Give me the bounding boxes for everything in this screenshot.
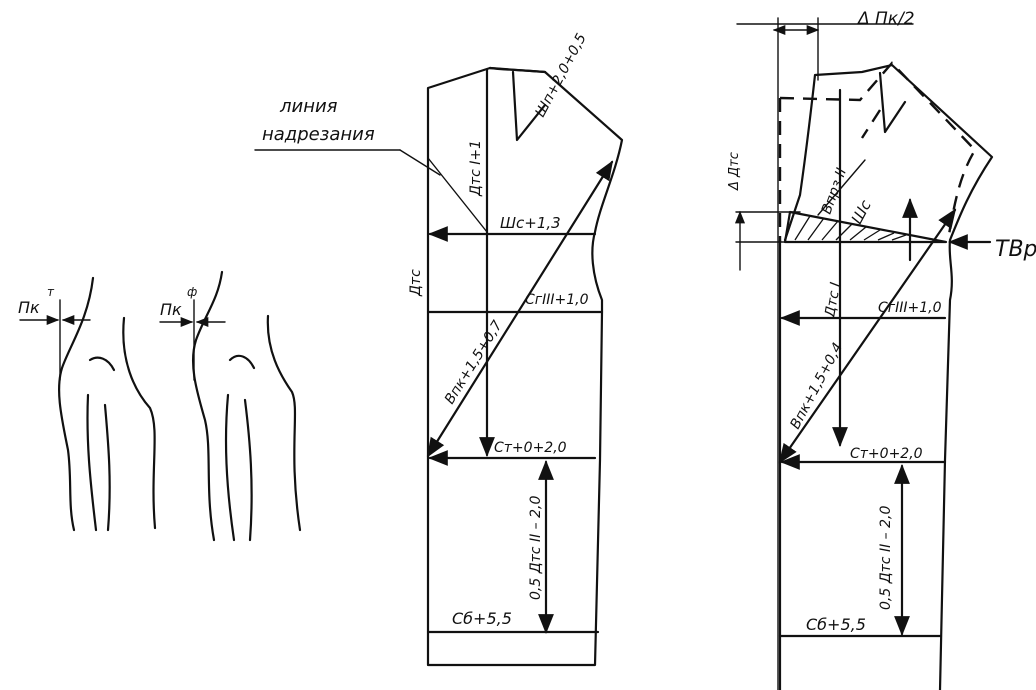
- shoulder-height-label-2: Впрз II: [819, 166, 850, 216]
- figure1-sup: т: [47, 285, 55, 299]
- hip-level-label-1: Сб+5,5: [452, 609, 512, 628]
- shoulder-dart-label: Шп+2,0+0,5: [532, 31, 589, 120]
- back-width-label-2: Шс: [848, 196, 876, 227]
- waist-level-label-1: Ст+0+2,0: [494, 440, 567, 456]
- back-width-label: Шс+1,3: [500, 214, 561, 232]
- back-figure-actual: Пк ф: [159, 270, 302, 542]
- shoulder-height-label-3: Впк+1,5+0,4: [787, 340, 846, 432]
- delta-dtc-label: Δ Дтс: [727, 152, 742, 191]
- figure2-sup: ф: [187, 285, 197, 299]
- figure2-label: Пк: [160, 300, 182, 319]
- back-figure-typical: Пк т: [18, 276, 157, 532]
- back-length-label: Дтс: [408, 269, 424, 297]
- back-pattern-base: линия надрезания Шп+2,0+0,5 Дтс I+1 Дтс …: [254, 31, 624, 667]
- cut-line-label-1: линия: [279, 96, 338, 117]
- hip-level-label-2: Сб+5,5: [806, 615, 866, 634]
- chest-level-label-1: СгIII+1,0: [525, 292, 589, 308]
- hip-depth-label-2: 0,5 Дтс II – 2,0: [878, 506, 894, 610]
- hip-depth-label-1: 0,5 Дтс II – 2,0: [528, 496, 544, 600]
- waist-level-label-2: Ст+0+2,0: [850, 446, 923, 462]
- shoulder-height-label-1: Впк+1,5+0,7: [442, 318, 506, 407]
- delta-pk-label: Δ Пк/2: [856, 9, 915, 29]
- tvr-label: ТВр: [995, 237, 1036, 262]
- back-length-waist-label: Дтс I+1: [468, 140, 484, 197]
- back-pattern-modified: Δ Пк/2 Δ Дтс: [727, 9, 1036, 690]
- cut-line-label-2: надрезания: [262, 124, 375, 145]
- figure1-label: Пк: [18, 298, 40, 317]
